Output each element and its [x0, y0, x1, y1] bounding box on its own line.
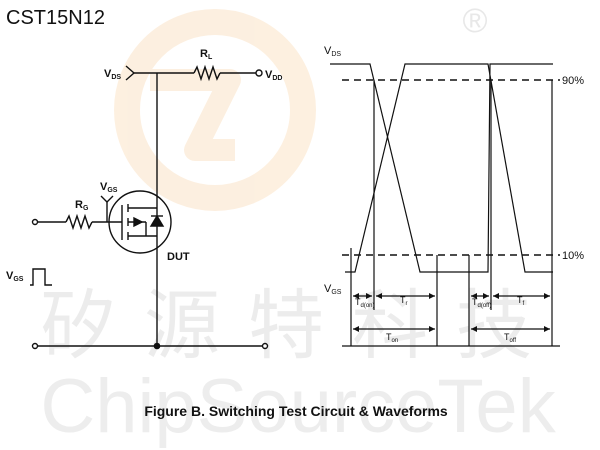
figure-caption: Figure B. Switching Test Circuit & Wavef…: [144, 403, 448, 419]
label-toff: Toff: [504, 332, 516, 344]
label-vgs-gate: VGS: [100, 181, 118, 194]
switching-waveforms: [330, 63, 560, 347]
rl-resistor: [193, 64, 221, 82]
vds-waveform: [330, 63, 553, 273]
body-diode: [149, 214, 165, 227]
rg-resistor: [65, 213, 93, 231]
label-10-percent: 10%: [562, 250, 584, 262]
label-rl: RL: [200, 48, 213, 61]
part-number: CST15N12: [6, 7, 105, 29]
vgs-waveform: [345, 63, 553, 273]
vdd-terminal: [255, 69, 263, 77]
label-dut: DUT: [167, 251, 190, 263]
vgs-probe-chevron: [100, 195, 114, 203]
label-vdd: VDD: [265, 69, 282, 82]
watermark-registered: ®: [462, 2, 487, 40]
watermark-english-text: ChipSourceTek: [40, 364, 556, 449]
label-rg: RG: [75, 199, 89, 212]
label-vds: VDS: [104, 68, 121, 81]
watermark-chinese-text: 矽源特科技: [40, 281, 560, 370]
label-td-off: Td(off): [472, 297, 491, 309]
label-90-percent: 90%: [562, 75, 584, 87]
label-vgs-input: VGS: [6, 270, 24, 283]
test-circuit: [30, 64, 269, 350]
label-waveform-vgs: VGS: [324, 283, 342, 296]
mosfet-arrow: [133, 216, 144, 228]
label-td-on: Td(on): [355, 297, 375, 309]
watermark-logo: [114, 9, 316, 211]
vgs-input-pulse: [30, 268, 52, 286]
label-tf: Tf: [517, 295, 525, 307]
label-ton: Ton: [386, 332, 398, 344]
label-tr: Tr: [400, 295, 408, 307]
label-waveform-vds: VDS: [324, 45, 341, 58]
